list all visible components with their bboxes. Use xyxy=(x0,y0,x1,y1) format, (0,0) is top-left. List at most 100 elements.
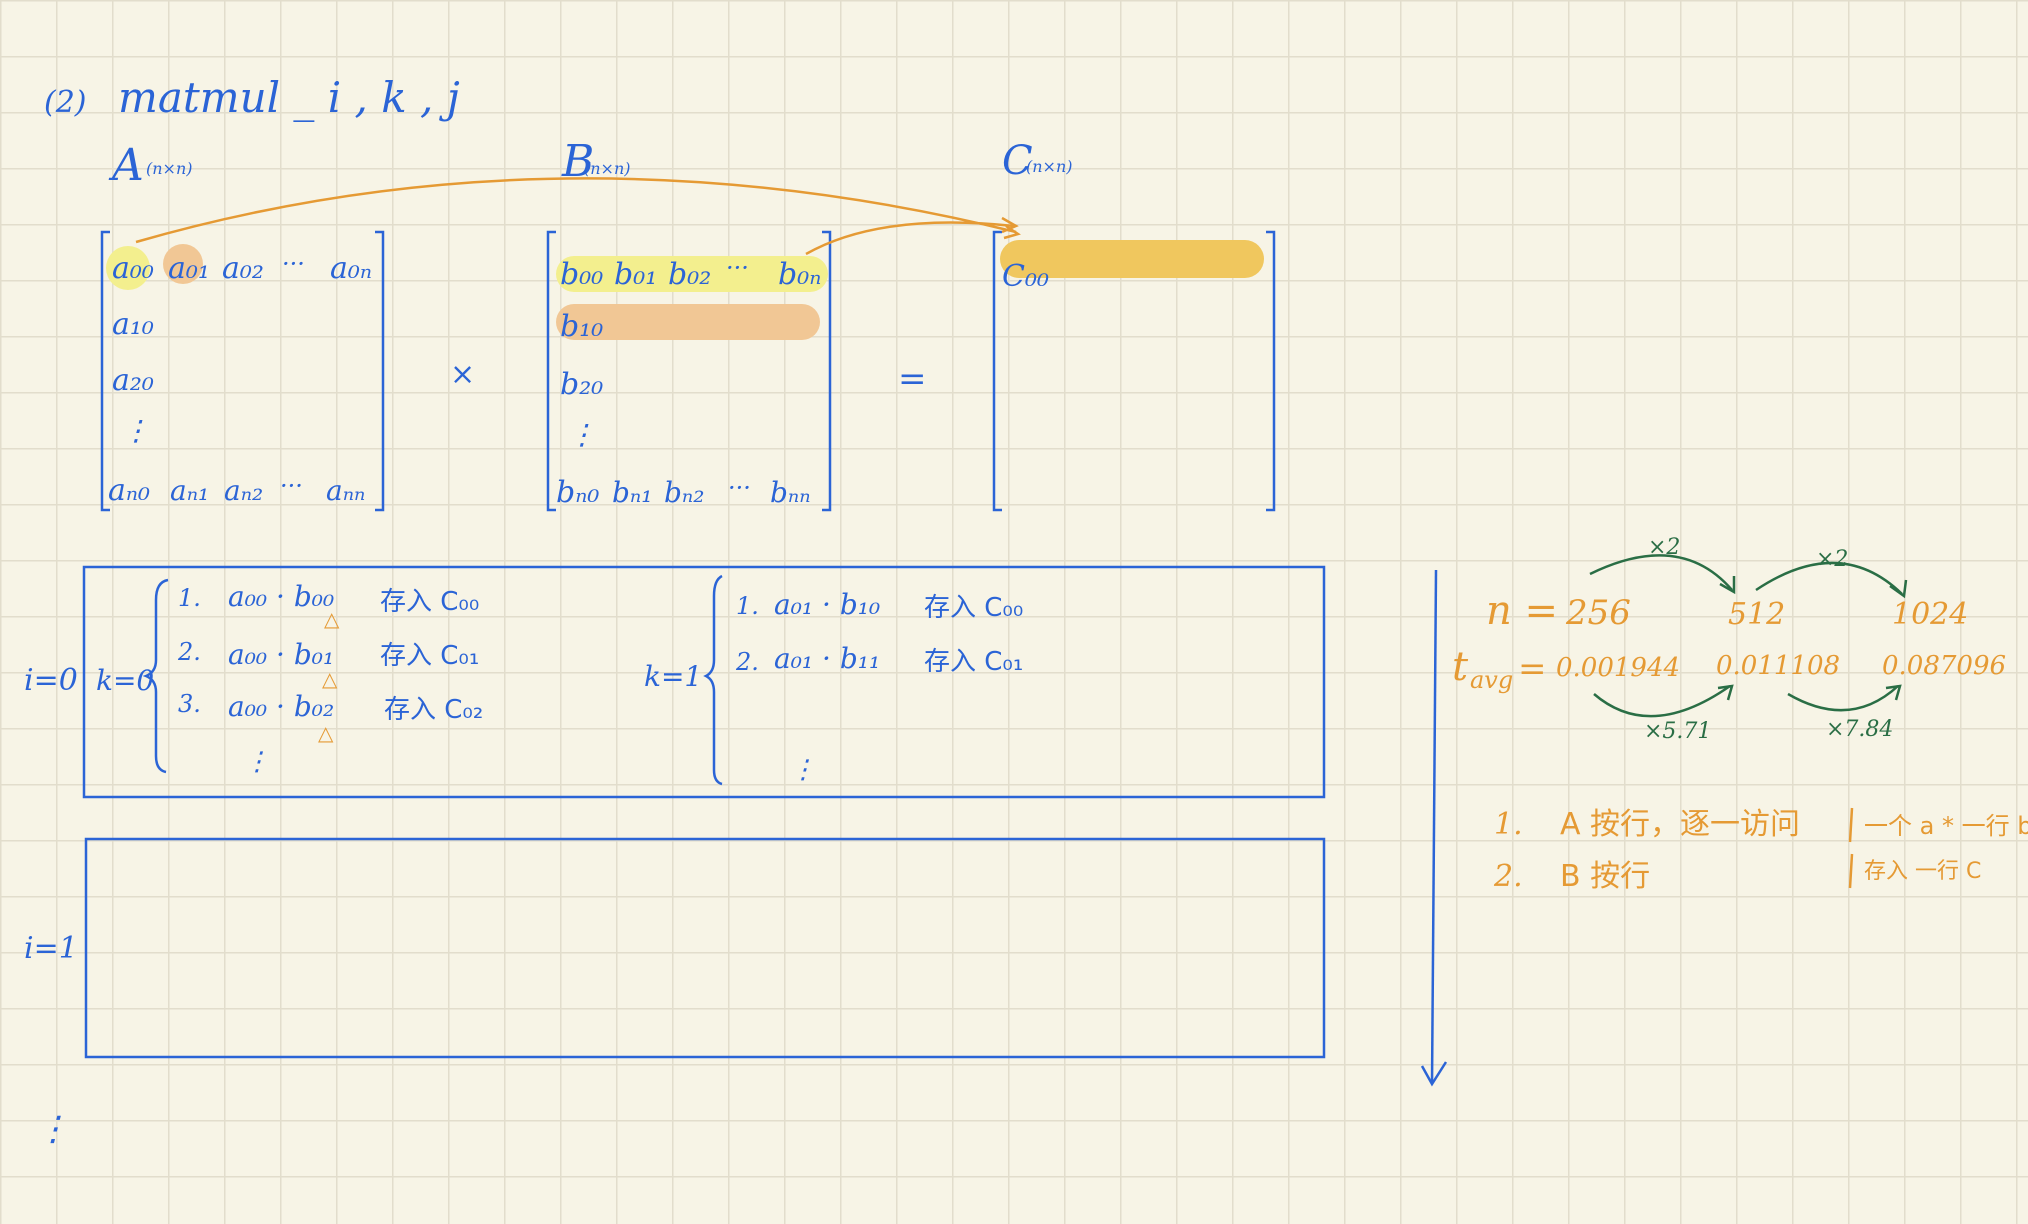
vertical-arrow xyxy=(1430,569,1438,1085)
k1-step-expr: a₀₁ · b₁₁ xyxy=(774,642,880,675)
k1-step-expr: a₀₁ · b₁₀ xyxy=(774,588,880,621)
t-value: 0.087096 xyxy=(1882,651,2006,681)
n-growth-arrowhead xyxy=(1889,579,1908,599)
box-i1-frame xyxy=(84,837,1326,1059)
t-growth-arrowhead xyxy=(1717,684,1734,701)
highlight-c-row0 xyxy=(1000,240,1264,278)
matrix-a: A (n×n) a₀₀ a₀₁ a₀₂ ··· a₀ₙ a₁₀ a₂₀ ⋮ aₙ… xyxy=(100,140,385,512)
k0-step-expr: a₀₀ · b₀₂ xyxy=(228,690,334,723)
title-text: matmul _ i , k , j xyxy=(118,73,460,122)
note-text: B 按行 xyxy=(1560,859,1650,894)
matrix-b-cell: b₀ₙ xyxy=(778,257,821,292)
n-growth-arrow xyxy=(1755,561,1903,595)
highlight-b-row1 xyxy=(556,304,820,340)
matrix-b-cell: bₙ₁ xyxy=(612,476,653,509)
matrix-b-cell: bₙ₂ xyxy=(664,476,705,509)
matrix-a-cell: aₙₙ xyxy=(326,474,365,507)
t-ratio: ×7.84 xyxy=(1826,717,1893,742)
note-num: 1. xyxy=(1494,807,1523,842)
n-value: 256 xyxy=(1565,593,1631,633)
matrix-a-cell: aₙ₀ xyxy=(108,473,150,508)
n-ratio: ×2 xyxy=(1816,547,1848,572)
matrix-b-size: (n×n) xyxy=(584,159,631,178)
matrix-a-cell: a₁₀ xyxy=(112,307,154,342)
k0-step-store: 存入 C₀₀ xyxy=(380,587,479,617)
matrix-a-cell: ··· xyxy=(282,250,305,278)
matrix-b: B (n×n) b₀₀ b₀₁ b₀₂ ··· b₀ₙ b₁₀ b₂₀ ⋮ bₙ… xyxy=(546,136,832,512)
box-i0-frame xyxy=(82,565,1326,799)
t-ratio: ×5.71 xyxy=(1644,719,1711,744)
t-growth-arrowhead xyxy=(1885,684,1902,701)
matrix-b-cell: b₀₀ xyxy=(560,257,603,292)
t-growth-arrow xyxy=(1593,684,1731,718)
k1-more: ⋮ xyxy=(790,755,816,785)
matrix-b-cell: b₂₀ xyxy=(560,367,603,402)
k0-more: ⋮ xyxy=(244,747,270,777)
k1-step-store: 存入 C₀₀ xyxy=(924,593,1023,623)
k1-step-num: 1. xyxy=(736,592,759,620)
equals-sign: = xyxy=(898,359,927,399)
times-sign: × xyxy=(450,357,475,392)
highlight-b-row0 xyxy=(556,256,828,292)
matrix-b-cell: b₁₀ xyxy=(560,309,603,344)
k0-step-store: 存入 C₀₂ xyxy=(384,695,483,725)
k0-step-expr: a₀₀ · b₀₀ xyxy=(228,580,334,613)
title: (2) matmul _ i , k , j xyxy=(44,73,460,122)
matrix-c-left-bracket xyxy=(992,230,1002,512)
t-value: 0.001944 xyxy=(1556,653,1680,683)
note-num: 2. xyxy=(1493,859,1523,894)
change-marker: △ xyxy=(322,667,338,691)
matrix-c-cell: C₀₀ xyxy=(1002,259,1049,294)
n-growth-arrowhead xyxy=(1719,576,1736,595)
matrix-a-cell: a₀₂ xyxy=(222,251,264,286)
matrix-a-cell: a₂₀ xyxy=(112,363,154,398)
vertical-arrowhead xyxy=(1420,1061,1448,1087)
matrix-a-label: A xyxy=(108,140,144,191)
matrix-b-cell: bₙₙ xyxy=(770,476,811,509)
matrix-a-left-bracket xyxy=(100,230,110,512)
n-label: n = xyxy=(1486,588,1558,634)
matrix-b-cell: ··· xyxy=(728,474,751,502)
t-value: 0.011108 xyxy=(1716,651,1840,681)
k1-label: k=1 xyxy=(644,660,702,693)
change-marker: △ xyxy=(324,607,340,631)
i1-label: i=1 xyxy=(24,931,78,966)
notes: 1. A 按行，逐一访问 2. B 按行 一个 a * 一行 b 存入 一行 C xyxy=(1493,807,2028,894)
k1-step-store: 存入 C₀₁ xyxy=(924,647,1023,677)
n-value: 1024 xyxy=(1892,597,1968,632)
matrix-a-size: (n×n) xyxy=(146,159,193,178)
matrix-b-cell: b₀₂ xyxy=(668,257,711,292)
notes-brace xyxy=(1848,807,1854,889)
box-i1: i=1 xyxy=(24,837,1326,1059)
brace-note: 一个 a * 一行 b xyxy=(1864,812,2028,840)
k1-step-num: 2. xyxy=(735,648,759,676)
matrix-a-cell: a₀₁ xyxy=(168,251,210,286)
n-growth-arrow xyxy=(1589,554,1733,591)
matrix-b-cell: bₙ₀ xyxy=(556,475,599,510)
k0-label: k=0 xyxy=(96,664,154,697)
matrix-a-cell: a₀₀ xyxy=(112,251,154,286)
matrix-b-cell: ⋮ xyxy=(568,418,596,451)
k0-step-store: 存入 C₀₁ xyxy=(380,641,479,671)
highlight-a00 xyxy=(106,246,150,290)
matrix-b-right-bracket xyxy=(822,230,832,512)
t-growth-arrow xyxy=(1787,685,1899,712)
title-number: (2) xyxy=(44,85,87,120)
t-sub: avg xyxy=(1470,666,1513,694)
k0-step-expr: a₀₀ · b₀₁ xyxy=(228,638,334,671)
matrix-b-left-bracket xyxy=(546,230,556,512)
t-label: t xyxy=(1452,644,1469,690)
k0-brace xyxy=(142,578,169,774)
matrix-a-right-bracket xyxy=(375,230,385,512)
b-to-c-arrow xyxy=(805,221,1015,256)
i0-label: i=0 xyxy=(24,663,78,698)
matrix-b-cell: b₀₁ xyxy=(614,257,657,292)
matrix-c-size: (n×n) xyxy=(1026,157,1073,176)
k0-step-num: 3. xyxy=(178,690,201,718)
matrix-a-cell: ⋮ xyxy=(122,414,150,447)
brace-note: 存入 一行 C xyxy=(1864,859,1981,884)
matrix-c-label: C xyxy=(1002,138,1033,184)
b-to-c-arrowhead xyxy=(1001,216,1019,234)
matrix-a-cell: a₀ₙ xyxy=(330,251,372,286)
change-marker: △ xyxy=(318,721,334,745)
